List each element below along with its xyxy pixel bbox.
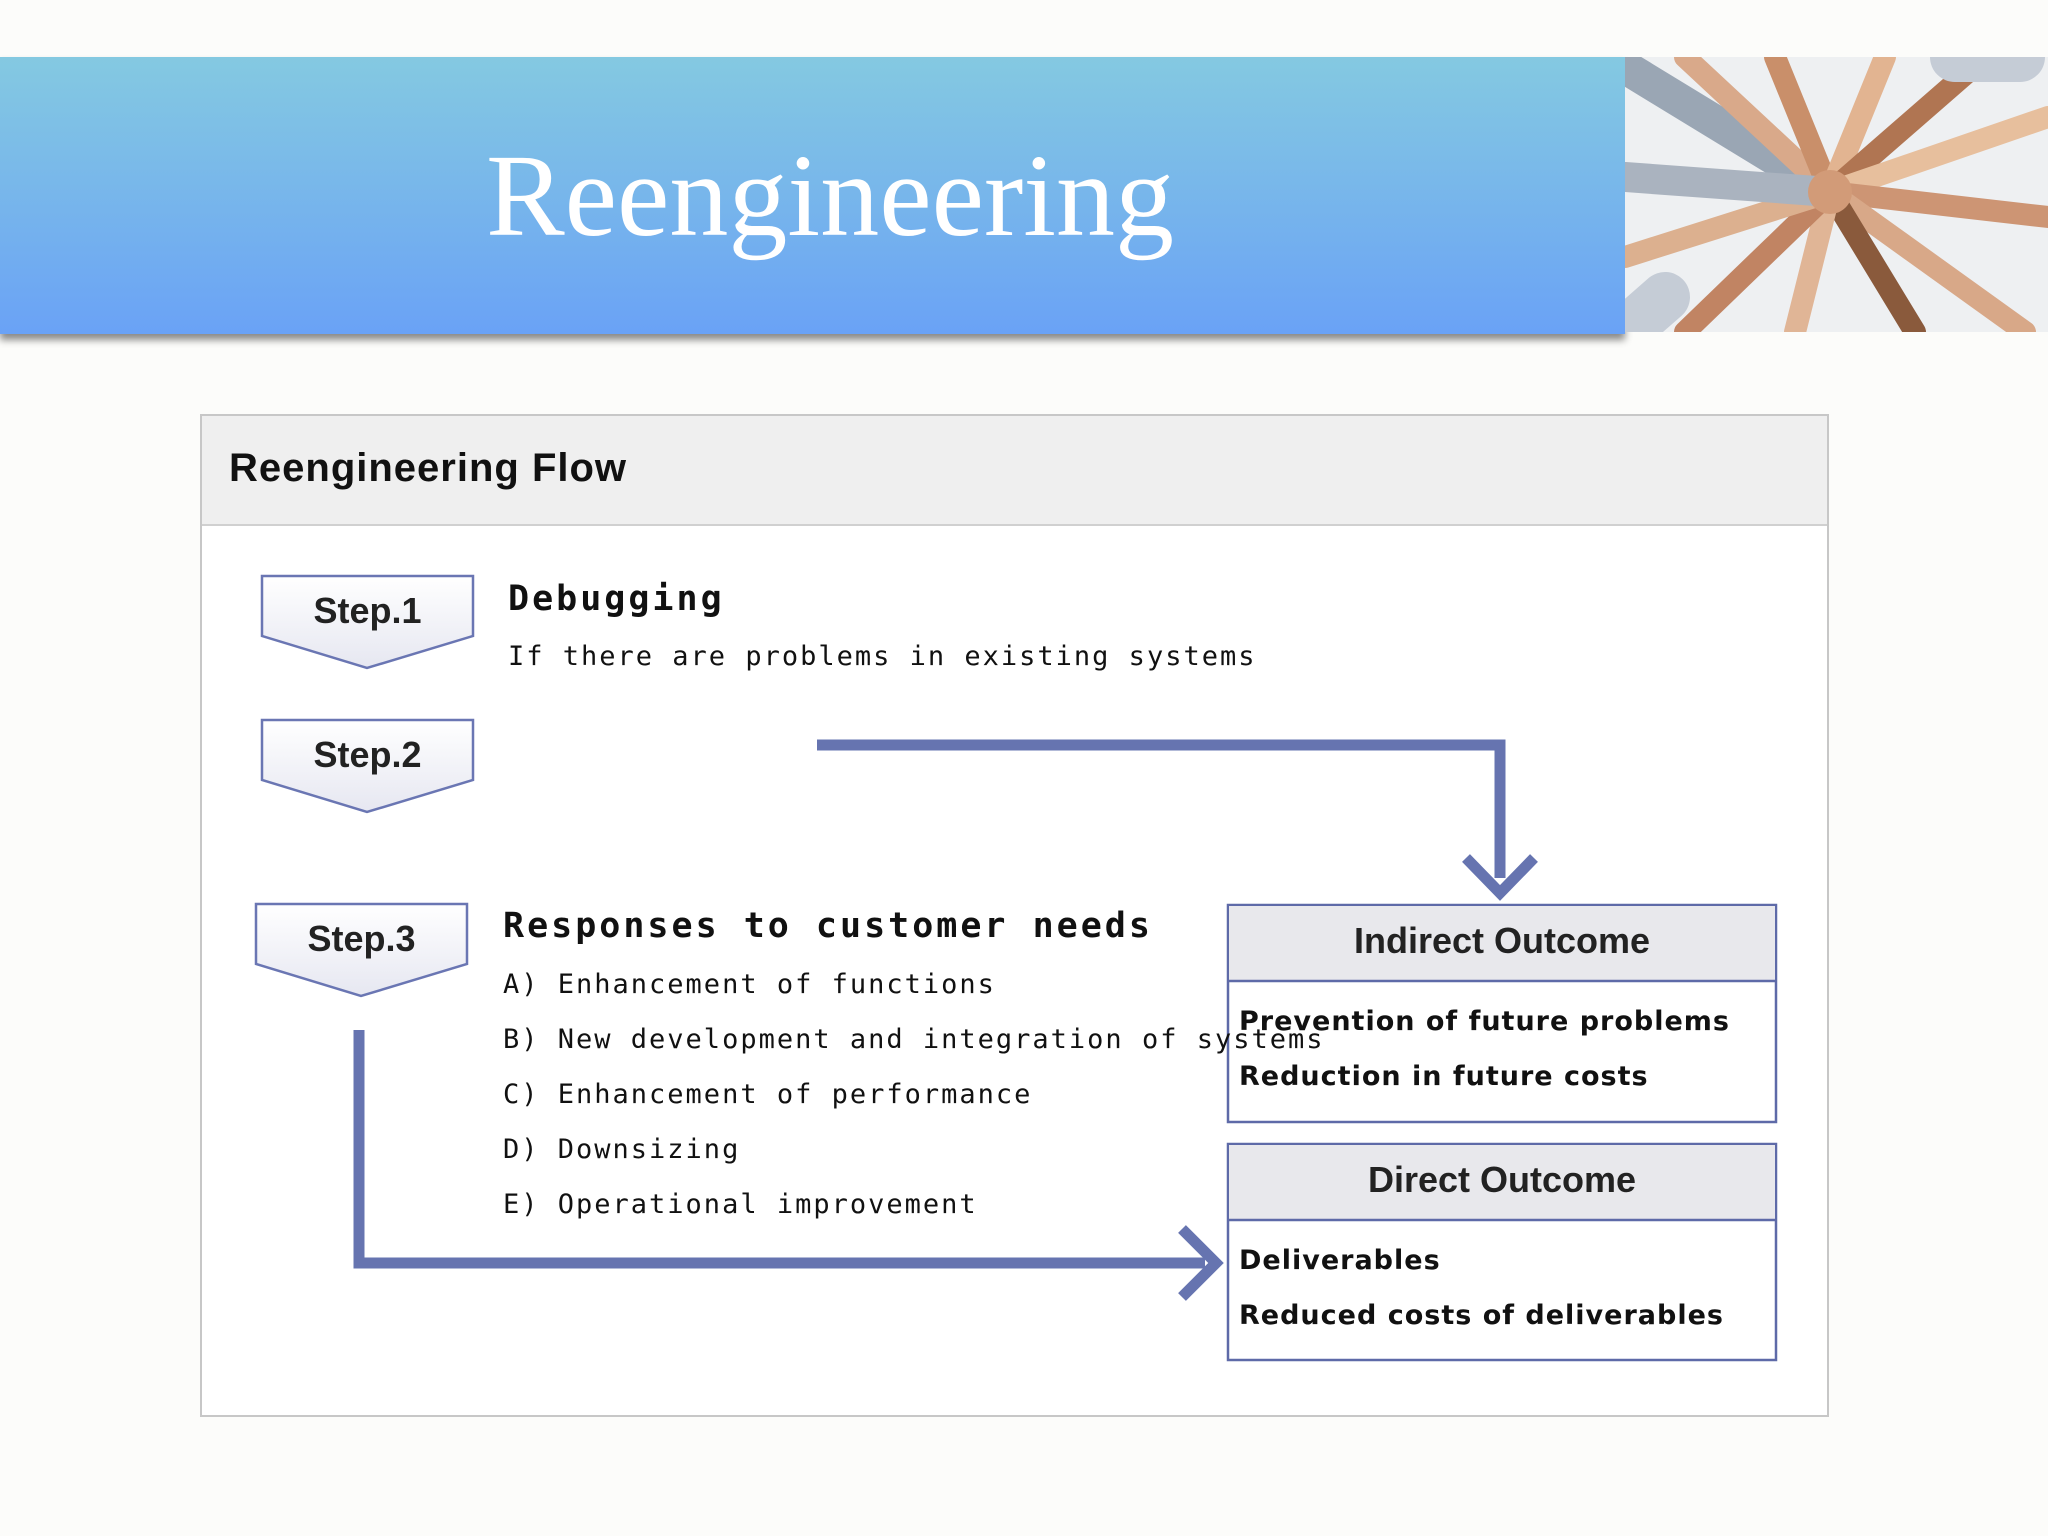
arrow-step2-to-indirect — [817, 739, 1506, 878]
step-2-label: Step.2 — [313, 734, 422, 775]
step-3-chevron — [254, 902, 469, 998]
arrow-head-down — [1462, 854, 1538, 901]
arrow-head-right — [1178, 1225, 1224, 1301]
indirect-outcome-title: Indirect Outcome — [1353, 920, 1651, 961]
team-hands-photo — [1625, 57, 2048, 332]
hands-illustration — [1625, 57, 2048, 332]
step-1-heading: Debugging — [508, 579, 725, 619]
step-1-line-1: If there are problems in existing system… — [508, 641, 1257, 672]
panel-title: Reengineering Flow — [229, 446, 628, 490]
step-3-line-c: C) Enhancement of performance — [503, 1079, 1033, 1110]
slide-title: Reengineering — [485, 130, 1175, 261]
step-1-chevron — [260, 574, 475, 670]
title-banner — [0, 57, 1625, 334]
step-3-heading: Responses to customer needs — [503, 906, 1153, 946]
step-3-line-e: E) Operational improvement — [503, 1189, 978, 1220]
direct-outcome-item-1: Deliverables — [1239, 1245, 1441, 1276]
panel-header: Reengineering Flow — [202, 416, 1827, 526]
direct-outcome-title: Direct Outcome — [1367, 1159, 1637, 1200]
step-2-chevron — [260, 718, 475, 814]
direct-outcome-header-bg — [1229, 1145, 1775, 1220]
step-3-line-d: D) Downsizing — [503, 1134, 741, 1165]
arrow-step3-to-direct — [353, 1030, 1205, 1269]
step-3-line-b: B) New development and integration of sy… — [503, 1024, 1325, 1055]
indirect-outcome-item-2: Reduction in future costs — [1239, 1061, 1649, 1092]
step-3-line-a: A) Enhancement of functions — [503, 969, 996, 1000]
indirect-outcome-header-bg — [1229, 906, 1775, 981]
indirect-outcome-item-1: Prevention of future problems — [1239, 1006, 1730, 1037]
step-3-label: Step.3 — [307, 918, 416, 959]
step-1-label: Step.1 — [313, 590, 422, 631]
direct-outcome-item-2: Reduced costs of deliverables — [1239, 1300, 1724, 1331]
